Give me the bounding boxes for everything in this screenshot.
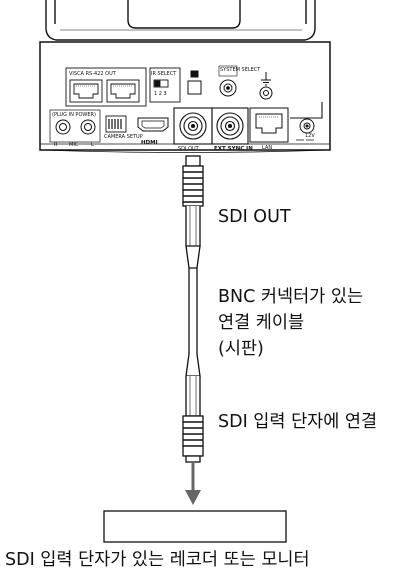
cable-description: BNC 커넥터가 있는 연결 케이블 (시판) — [218, 284, 363, 362]
system-select-label: SYSTEM SELECT — [220, 67, 261, 73]
hdmi-label: HDMI — [141, 140, 158, 146]
camera-upper-body — [45, 0, 316, 41]
mic-l-label: L — [91, 142, 94, 148]
system-select-dial — [218, 65, 238, 97]
camera-setup-label: CAMERA SETUP — [104, 134, 143, 140]
sdi-out-bnc-port — [173, 107, 213, 145]
connection-arrow — [185, 462, 201, 505]
device-label: SDI 입력 단자가 있는 레코더 또는 모니터 — [5, 550, 310, 570]
lan-label: LAN — [262, 145, 272, 151]
ground-terminal — [259, 72, 273, 100]
camera-setup-switch — [105, 115, 127, 133]
mic-input-jacks — [49, 109, 101, 143]
ir-select-label: IR SELECT — [151, 71, 177, 77]
plug-in-power-label: (PLUG IN POWER) — [52, 112, 96, 118]
sdi-out-port-label: SDI OUT — [178, 146, 200, 152]
ext-sync-in-bnc-port — [211, 107, 249, 145]
connect-to-sdi-input-label: SDI 입력 단자에 연결 — [218, 412, 378, 432]
dc-12v-label: 12V — [305, 133, 315, 139]
cable-line-3: (시판) — [218, 339, 264, 359]
bnc-cable — [182, 155, 204, 463]
lan-port — [249, 107, 289, 143]
ir-sensor — [187, 70, 202, 95]
mic-r-label: R — [54, 142, 58, 148]
hdmi-port — [137, 117, 169, 132]
sdi-out-label: SDI OUT — [218, 207, 291, 227]
dc-12v-input — [296, 118, 315, 141]
visca-rs422-port — [65, 67, 147, 107]
ext-sync-in-label: EXT SYNC IN — [214, 146, 253, 152]
cable-line-1: BNC 커넥터가 있는 — [218, 287, 364, 307]
mic-label: MIC — [69, 142, 79, 148]
cable-line-2: 연결 케이블 — [218, 313, 305, 333]
ir-select-numbers: 1 2 3 — [154, 91, 167, 97]
ir-select-switch — [149, 67, 181, 103]
recorder-monitor-box — [103, 510, 287, 543]
visca-label: VISCA RS-422 OUT — [69, 71, 117, 77]
